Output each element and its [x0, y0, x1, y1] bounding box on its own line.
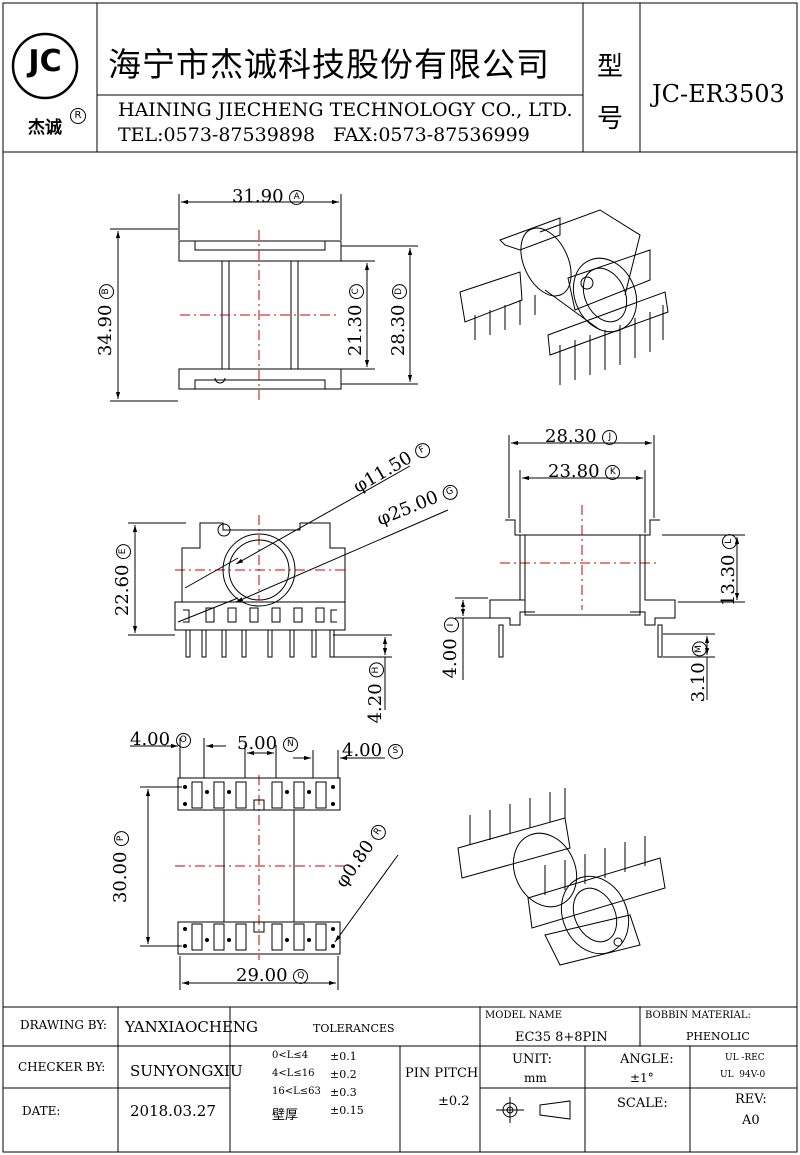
unit-label: UNIT: — [512, 1052, 553, 1067]
bottom-view — [177, 777, 341, 955]
dimension-e: 22.60 E — [112, 543, 133, 617]
dimension-b: 34.90 B — [95, 283, 116, 357]
side-view — [489, 519, 676, 658]
dimension-value: 34.90 — [95, 298, 116, 357]
dimension-value: 23.80 — [548, 461, 606, 482]
dimension-k: 23.80 K — [548, 461, 621, 482]
company-contact: TEL:0573-87539898 FAX:0573-87536999 — [118, 124, 530, 146]
dimension-j: 28.30 J — [545, 426, 618, 447]
dimension-tag: J — [602, 429, 618, 445]
dimension-value: 4.20 — [365, 677, 386, 724]
dimension-value: 21.30 — [345, 298, 366, 357]
model-label-1: 型 — [597, 52, 624, 82]
dimension-tag: D — [391, 283, 407, 299]
pin-pitch-label: PIN PITCH — [405, 1066, 479, 1081]
dimension-tag: A — [289, 189, 305, 205]
angle-label: ANGLE: — [620, 1052, 674, 1067]
isometric-bottom — [457, 788, 666, 966]
company-name-en: HAINING JIECHENG TECHNOLOGY CO., LTD. — [118, 99, 573, 121]
angle-value: ±1° — [630, 1071, 654, 1085]
checker-by-value: SUNYONGXIU — [130, 1062, 243, 1080]
dimension-tag: I — [443, 617, 459, 633]
dimension-p: 30.00 P — [110, 830, 131, 904]
logo-circle — [11, 32, 79, 100]
model-label-2: 号 — [597, 104, 624, 134]
ul-94v0: UL 94V-0 — [720, 1070, 766, 1080]
dimension-m: 3.10 M — [688, 641, 709, 703]
tolerances-label: TOLERANCES — [313, 1022, 395, 1035]
dimension-value: 5.00 — [237, 733, 283, 754]
date-label: DATE: — [22, 1104, 61, 1118]
rev-label: REV: — [735, 1092, 767, 1107]
tolerance-value: ±0.3 — [330, 1086, 357, 1099]
dimension-value: 28.30 — [545, 426, 603, 447]
dimension-i: 4.00 I — [440, 617, 461, 679]
dimension-tag: P — [113, 830, 129, 846]
tolerance-value: ±0.2 — [330, 1068, 357, 1081]
dimension-q: 29.00 Q — [236, 965, 309, 986]
date-value: 2018.03.27 — [130, 1102, 216, 1120]
drawing-by-value: YANXIAOCHENG — [125, 1018, 259, 1036]
tolerance-range: 4<L≤16 — [272, 1068, 315, 1079]
dimension-value: 3.10 — [688, 656, 709, 703]
dimension-value: 22.60 — [112, 558, 133, 617]
dimension-c: 21.30 C — [345, 283, 366, 357]
ul-rec: UL -REC — [725, 1053, 765, 1063]
logo-letters: JC — [28, 44, 62, 79]
dimension-tag: C — [348, 283, 364, 299]
dimension-d: 28.30 D — [388, 283, 409, 357]
dimension-value: 13.30 — [718, 548, 739, 607]
logo-caption: 杰诚 — [28, 118, 62, 138]
dimension-value: 31.90 — [232, 186, 290, 207]
dimension-tag: B — [98, 283, 114, 299]
dimension-value: 29.00 — [236, 965, 294, 986]
dimension-tag: E — [115, 543, 131, 559]
dimension-value: 4.00 — [342, 740, 388, 761]
bobbin-material-value: PHENOLIC — [686, 1030, 750, 1043]
centerlines — [175, 230, 660, 960]
bobbin-material-label: BOBBIN MATERIAL: — [645, 1010, 751, 1021]
tolerance-range: 壁厚 — [272, 1108, 299, 1123]
model-value: JC-ER3503 — [652, 80, 785, 108]
dimension-tag: S — [387, 743, 403, 759]
tolerance-range: 0<L≤4 — [272, 1050, 309, 1061]
registered-mark-letter: R — [74, 110, 82, 121]
dimension-tag: M — [691, 641, 707, 657]
model-name-label: MODEL NAME — [485, 1010, 563, 1021]
rev-value: A0 — [742, 1113, 760, 1128]
tolerance-range: 16<L≤63 — [272, 1086, 321, 1097]
registered-mark: R — [70, 108, 86, 124]
company-name-cn: 海宁市杰诚科技股份有限公司 — [108, 45, 550, 84]
dimension-tag: K — [605, 464, 621, 480]
dimension-tag: N — [282, 736, 298, 752]
title-block-grid — [3, 1006, 797, 1152]
dimension-tag: H — [368, 662, 384, 678]
pin-pitch-value: ±0.2 — [438, 1094, 470, 1109]
dimension-n: 5.00 N — [237, 733, 298, 754]
dimension-value: 28.30 — [388, 298, 409, 357]
isometric-top — [459, 209, 669, 385]
dimension-tag: L — [721, 533, 737, 549]
drawing-by-label: DRAWING BY: — [20, 1018, 107, 1032]
dimension-tag: Q — [293, 968, 309, 984]
dimension-a: 31.90 A — [232, 186, 305, 207]
dimension-value: 4.00 — [440, 632, 461, 679]
dimension-l: 13.30 L — [718, 533, 739, 607]
unit-value: mm — [524, 1071, 547, 1085]
dimension-value: 4.00 — [130, 729, 176, 750]
front-view — [174, 522, 346, 658]
tolerance-value: ±0.1 — [330, 1050, 357, 1063]
dimension-value: 30.00 — [110, 845, 131, 904]
scale-label: SCALE: — [617, 1096, 668, 1111]
checker-by-label: CHECKER BY: — [18, 1060, 106, 1074]
tolerance-value: ±0.15 — [330, 1104, 364, 1117]
dimension-s: 4.00 S — [342, 740, 403, 761]
dimension-o: 4.00 O — [130, 729, 191, 750]
dimension-tag: O — [175, 732, 191, 748]
model-name-value: EC35 8+8PIN — [515, 1030, 608, 1045]
dimension-h: 4.20 H — [365, 662, 386, 724]
